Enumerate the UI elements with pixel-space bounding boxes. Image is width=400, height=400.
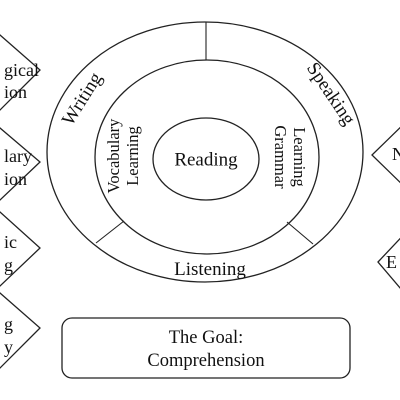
inner-left-label-line2: Learning: [123, 126, 142, 186]
goal-box: [61, 317, 351, 379]
right-diamond-2: [377, 237, 400, 289]
right-diamond-1-line1: N: [392, 144, 400, 164]
inner-right-label-line2: Learning: [290, 127, 309, 187]
ring-divider-right: [286, 221, 314, 245]
left-diamond-3-line2: g: [4, 255, 13, 275]
right-diamond-2-line1: E: [386, 252, 397, 272]
left-diamond-4-line2: y: [4, 337, 13, 357]
left-diamond-4-line1: g: [4, 314, 13, 334]
left-diamond-2: [0, 127, 41, 201]
left-diamond-1-line2: ion: [4, 82, 27, 102]
left-diamond-2-line2: ion: [4, 169, 27, 189]
left-diamond-2-line1: lary: [4, 146, 32, 166]
ring-divider-left: [95, 220, 125, 244]
left-diamond-3-line1: ic: [4, 232, 17, 252]
inner-right-label-line1: Grammar: [271, 125, 290, 189]
left-diamond-3: [0, 211, 41, 287]
inner-left-label-line1: Vocabulary: [104, 118, 123, 194]
goal-box-line1: The Goal:: [169, 328, 244, 348]
center-label: Reading: [174, 149, 238, 170]
left-diamond-4: [0, 292, 41, 369]
left-diamond-1: [0, 34, 41, 111]
right-diamond-1: [371, 126, 400, 184]
outer-bottom-label: Listening: [174, 259, 246, 280]
left-diamond-1-line1: gical: [4, 60, 39, 80]
goal-box-line2: Comprehension: [147, 351, 264, 371]
center-circle: [152, 117, 260, 201]
